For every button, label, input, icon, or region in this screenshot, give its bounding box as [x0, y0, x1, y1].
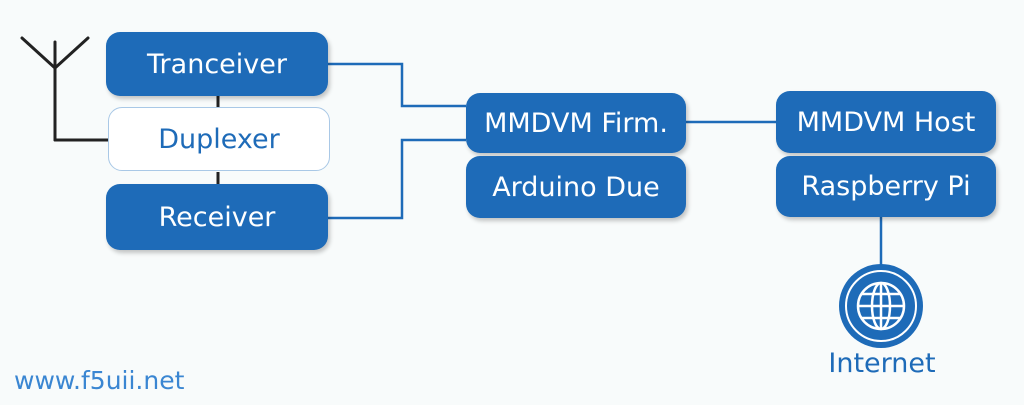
arduino-due-node: Arduino Due	[466, 156, 686, 218]
internet-label: Internet	[828, 348, 936, 379]
tranceiver-node: Tranceiver	[106, 32, 328, 96]
mmdvm-host-node: MMDVM Host	[776, 91, 996, 153]
link-receiver-mmdvm	[328, 138, 466, 220]
antenna-icon	[20, 36, 110, 142]
link-tranceiver-mmdvm	[328, 62, 466, 108]
duplexer-node: Duplexer	[108, 107, 330, 171]
raspberry-pi-node: Raspberry Pi	[776, 156, 996, 217]
mmdvm-firmware-node: MMDVM Firm.	[466, 93, 686, 153]
receiver-node: Receiver	[106, 184, 328, 250]
watermark: www.f5uii.net	[14, 366, 185, 395]
globe-icon	[839, 264, 923, 348]
